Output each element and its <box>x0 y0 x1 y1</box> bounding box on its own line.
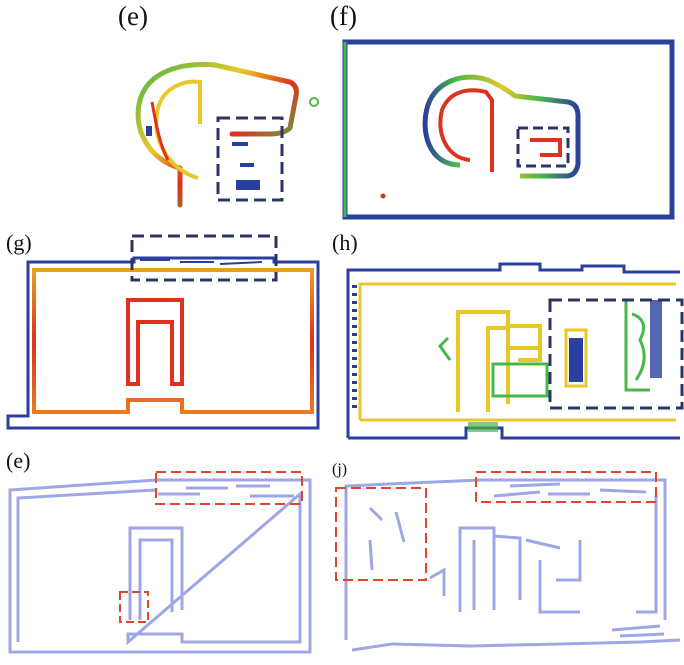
panel-label-h: (h) <box>332 230 358 255</box>
outer-wall <box>6 256 320 430</box>
room-outline <box>128 526 184 620</box>
loop-inner-path <box>154 79 202 180</box>
map-panel-h <box>346 262 684 440</box>
highlight-box-red-small <box>119 591 149 623</box>
panel-label-j: (j) <box>332 461 348 478</box>
panel-label-f: (f) <box>330 1 357 31</box>
outer-wall-bottom <box>348 426 680 440</box>
map-panel-f <box>342 39 675 220</box>
outer-wall-top <box>346 262 680 438</box>
clutter-top <box>140 259 263 265</box>
inner-wall <box>16 488 302 646</box>
loop-outer <box>422 74 581 179</box>
room-outline <box>126 298 184 386</box>
dotted-column <box>352 285 357 408</box>
highlight-box <box>130 234 278 282</box>
clutter-blue <box>146 126 260 190</box>
map-panel-e-top <box>135 61 319 208</box>
map-panel-e-bottom <box>8 478 312 654</box>
rooms <box>456 310 542 412</box>
highlight-box-red-left <box>335 487 427 581</box>
loop-red-segment <box>150 101 170 161</box>
loop-path <box>135 61 299 208</box>
highlight-box <box>516 126 570 168</box>
highlight-box-red <box>475 471 657 503</box>
panel-label-e-bottom: (e) <box>6 448 31 473</box>
panel-label-e-top: (e) <box>118 1 148 31</box>
outer-wall <box>8 478 312 654</box>
inner-wall <box>358 282 676 422</box>
inner-wall <box>32 268 314 414</box>
marker-circle <box>309 97 319 107</box>
map-panel-g <box>6 234 320 430</box>
panel-label-g: (g) <box>6 230 32 255</box>
highlight-box <box>548 298 684 410</box>
highlight-box-red <box>155 471 303 505</box>
outer-boundary <box>342 39 675 220</box>
bottom-wall <box>351 638 681 652</box>
map-panel-j <box>344 478 681 652</box>
outer-wall <box>344 478 667 640</box>
loop-inner <box>438 88 494 172</box>
